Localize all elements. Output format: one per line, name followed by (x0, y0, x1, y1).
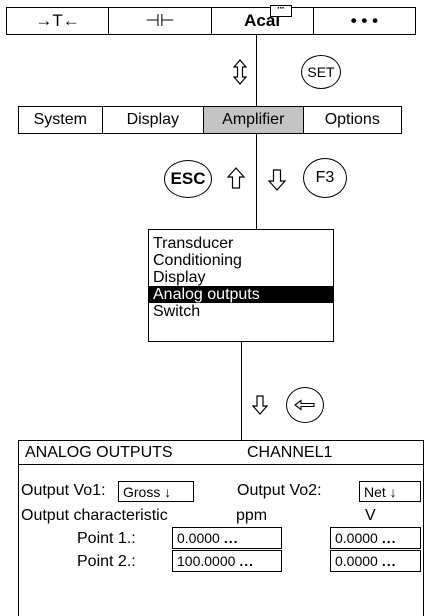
up-arrow-icon (227, 167, 245, 189)
function-key-bar: →T← ⊣⊢ Acal ··· • • • (6, 4, 416, 35)
ellipsis: ... (239, 553, 255, 569)
zero-tare-icon: →T← (35, 11, 80, 30)
f3-key-label: F3 (315, 169, 335, 186)
ellipsis: ... (381, 530, 397, 546)
autocal-key[interactable]: Acal ··· (212, 4, 314, 34)
ellipsis: ... (381, 553, 397, 569)
menu-item-display[interactable]: Display (153, 269, 206, 286)
menu-item-transducer[interactable]: Transducer (153, 235, 234, 252)
capacitor-key[interactable]: ⊣⊢ (109, 8, 212, 34)
tab-label: Amplifier (222, 111, 285, 128)
analog-outputs-dialog: ANALOG OUTPUTS CHANNEL1 Output Vo1: Gros… (18, 440, 424, 616)
connector-line (241, 342, 243, 440)
point-2-ppm-value: 100.0000 (177, 553, 236, 569)
f3-key[interactable]: F3 (303, 158, 347, 198)
tab-options[interactable]: Options (304, 107, 401, 133)
characteristic-label: Output characteristic (21, 507, 168, 524)
output-vo1-value: Gross ↓ (123, 483, 172, 500)
dialog-title: ANALOG OUTPUTS (25, 444, 173, 461)
capacitor-icon: ⊣⊢ (145, 11, 175, 30)
more-icon: • • • (350, 11, 379, 30)
tab-system[interactable]: System (19, 107, 103, 133)
up-down-arrow-icon (233, 59, 247, 85)
esc-key-label: ESC (170, 169, 206, 188)
amplifier-submenu: Transducer Conditioning Display Analog o… (148, 229, 334, 342)
point-1-ppm-input[interactable]: 0.0000 ... (172, 527, 282, 549)
set-key[interactable]: SET (301, 55, 341, 89)
down-arrow-icon (252, 395, 268, 415)
ppm-column-header: ppm (236, 507, 268, 524)
channel-label: CHANNEL1 (247, 444, 333, 461)
point-1-label: Point 1.: (77, 530, 136, 547)
output-vo2-value: Net ↓ (364, 483, 397, 500)
zero-tare-key[interactable]: →T← (7, 8, 110, 34)
connector-line (256, 134, 258, 229)
connector-line (256, 35, 258, 106)
point-2-v-value: 0.0000 (335, 553, 378, 569)
tab-label: Display (126, 111, 180, 128)
ellipsis: ... (223, 530, 239, 546)
point-1-v-value: 0.0000 (335, 530, 378, 546)
v-column-header: V (365, 507, 376, 524)
point-1-ppm-value: 0.0000 (177, 530, 220, 546)
output-vo1-label: Output Vo1: (21, 482, 106, 499)
menu-item-switch[interactable]: Switch (153, 303, 201, 320)
enter-key[interactable] (286, 387, 324, 423)
set-key-label: SET (307, 64, 335, 80)
point-2-label: Point 2.: (77, 553, 136, 570)
menu-tabs: System Display Amplifier Options (18, 106, 402, 134)
point-2-v-input[interactable]: 0.0000 ... (330, 550, 421, 572)
tab-amplifier[interactable]: Amplifier (204, 107, 304, 133)
down-arrow-icon (268, 169, 286, 191)
output-vo1-select[interactable]: Gross ↓ (118, 481, 194, 502)
tab-display[interactable]: Display (103, 107, 205, 133)
output-vo2-select[interactable]: Net ↓ (359, 481, 421, 502)
dialog-header: ANALOG OUTPUTS CHANNEL1 (19, 441, 423, 465)
output-vo2-label: Output Vo2: (237, 482, 322, 499)
tab-label: System (33, 111, 87, 128)
esc-key[interactable]: ESC (164, 160, 212, 198)
tab-label: Options (324, 111, 380, 128)
autocal-badge: ··· (269, 4, 292, 17)
point-2-ppm-input[interactable]: 100.0000 ... (172, 550, 282, 572)
more-key[interactable]: • • • (314, 8, 415, 34)
point-1-v-input[interactable]: 0.0000 ... (330, 527, 421, 549)
menu-item-conditioning[interactable]: Conditioning (153, 252, 242, 269)
enter-icon (294, 399, 315, 411)
menu-item-analog-outputs[interactable]: Analog outputs (149, 286, 333, 303)
